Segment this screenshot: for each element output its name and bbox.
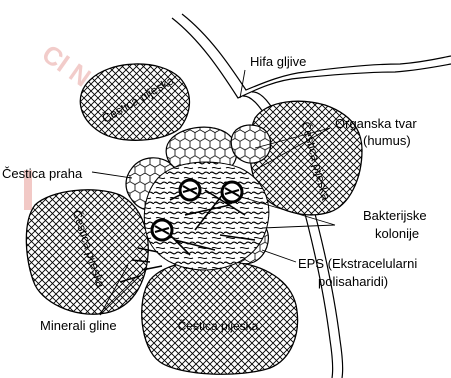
- label-bakterijske: Bakterijske: [363, 208, 427, 223]
- bacterial-colony: [222, 182, 242, 202]
- sand-particle-bottom: [142, 261, 298, 375]
- leader-eps: [262, 250, 296, 262]
- leader-hifa: [240, 70, 245, 98]
- label-minerali-gline: Minerali gline: [40, 318, 117, 333]
- label-hifa-gljive: Hifa gljive: [250, 54, 306, 69]
- bacterial-colony: [152, 220, 172, 240]
- label-polisaharidi: polisaharidi): [318, 274, 388, 289]
- label-organska-tvar: Organska tvar: [335, 116, 417, 131]
- sand-particle-label-bottom: Čestica pijeska: [178, 318, 259, 333]
- bacterial-colony: [180, 180, 200, 200]
- label-cestica-praha: Čestica praha: [2, 166, 83, 181]
- label-humus: (humus): [363, 133, 411, 148]
- organic-matter-core: [144, 162, 269, 270]
- leader-praha: [92, 172, 132, 178]
- label-eps: EPS (Ekstracelularni: [298, 256, 417, 271]
- label-kolonije: kolonije: [375, 226, 419, 241]
